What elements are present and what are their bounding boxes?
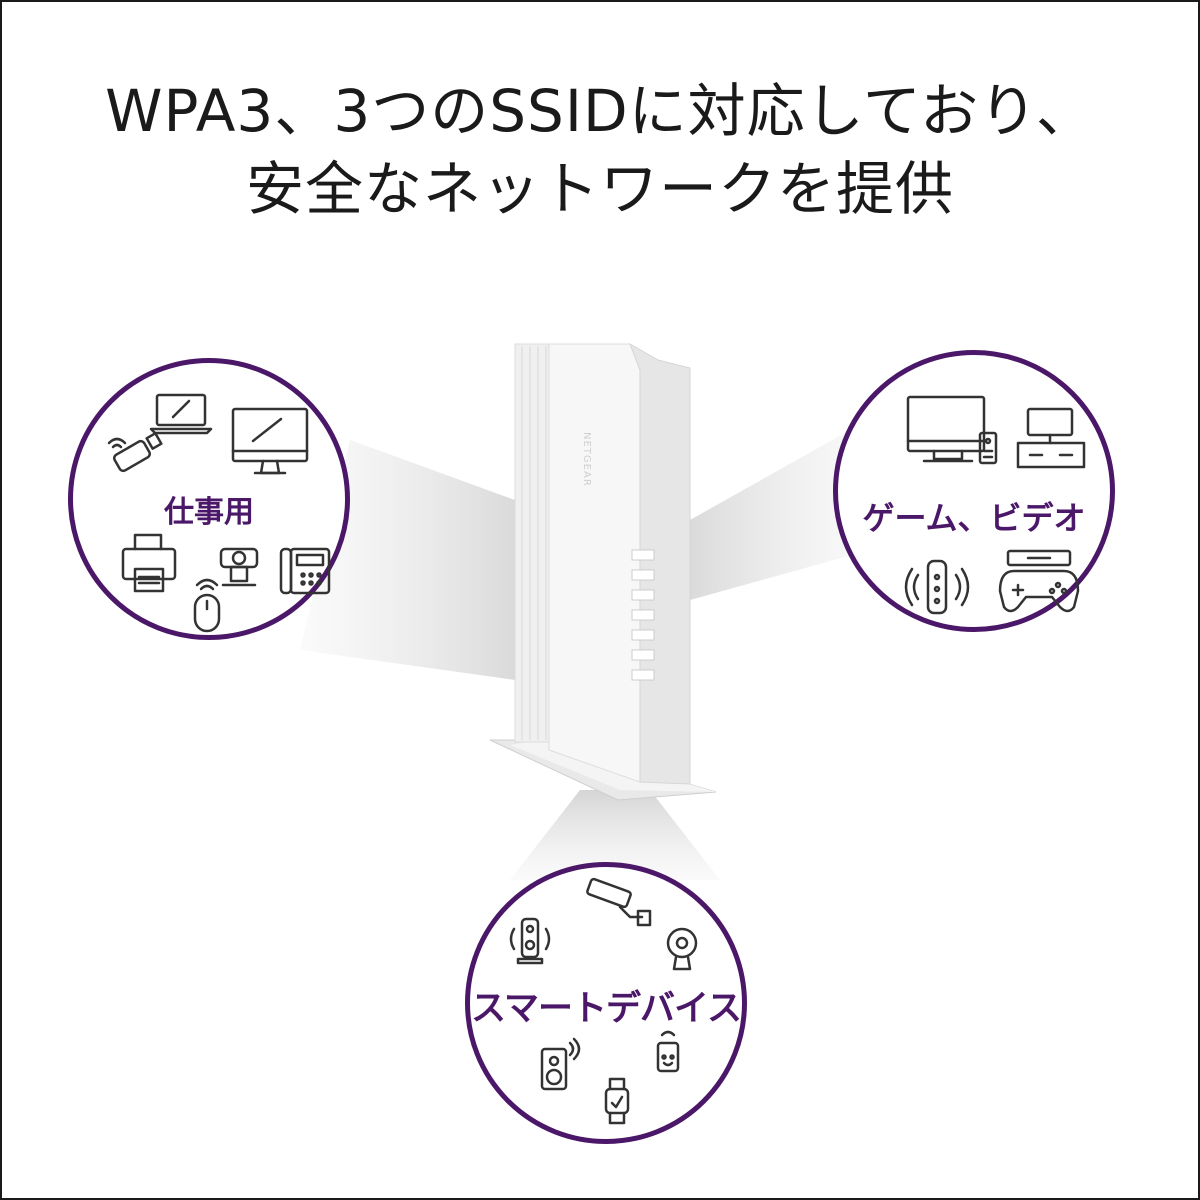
- indoor-camera-icon: [666, 927, 698, 971]
- headline-line-2: 安全なネットワークを提供: [245, 155, 954, 223]
- smart-devices-circle: スマートデバイス: [465, 862, 747, 1144]
- game-video-devices-circle: ゲーム、ビデオ: [833, 350, 1115, 632]
- router-brand-logo: NETGEAR: [581, 432, 592, 487]
- desktop-monitor-icon: [231, 407, 309, 475]
- headline-line-1: WPA3、3つのSSIDに対応しており、: [105, 77, 1095, 145]
- router-led-panel: [631, 549, 655, 681]
- webcam-icon: [219, 547, 259, 587]
- usb-wifi-dongle-icon: [107, 432, 163, 473]
- gamepad-icon: [998, 569, 1080, 613]
- wireless-speaker-icon: [540, 1037, 581, 1091]
- beam-right: [690, 430, 870, 600]
- work-devices-circle: 仕事用: [68, 358, 350, 640]
- game-console-icon: [1006, 549, 1072, 567]
- game-video-label: ゲーム、ビデオ: [862, 499, 1086, 537]
- beam-left: [300, 440, 515, 680]
- smart-speaker-icon: [904, 559, 970, 615]
- router-image: NETGEAR: [489, 342, 717, 801]
- remote-control-icon: [978, 431, 998, 465]
- desk-phone-icon: [279, 547, 331, 595]
- security-camera-icon: [586, 877, 652, 927]
- beam-bottom: [510, 790, 720, 880]
- headline: WPA3、3つのSSIDに対応しており、 安全なネットワークを提供: [0, 72, 1200, 228]
- wireless-mouse-icon: [193, 578, 221, 633]
- laptop-icon: [149, 393, 213, 435]
- smart-plug-icon: [656, 1030, 680, 1073]
- printer-icon: [121, 533, 177, 593]
- work-label: 仕事用: [164, 495, 254, 530]
- smartwatch-icon: [604, 1077, 630, 1125]
- smart-devices-label: スマートデバイス: [471, 989, 742, 1029]
- tv-stand-media-icon: [1016, 407, 1086, 469]
- video-doorbell-icon: [509, 917, 551, 965]
- tv-icon: [906, 395, 986, 463]
